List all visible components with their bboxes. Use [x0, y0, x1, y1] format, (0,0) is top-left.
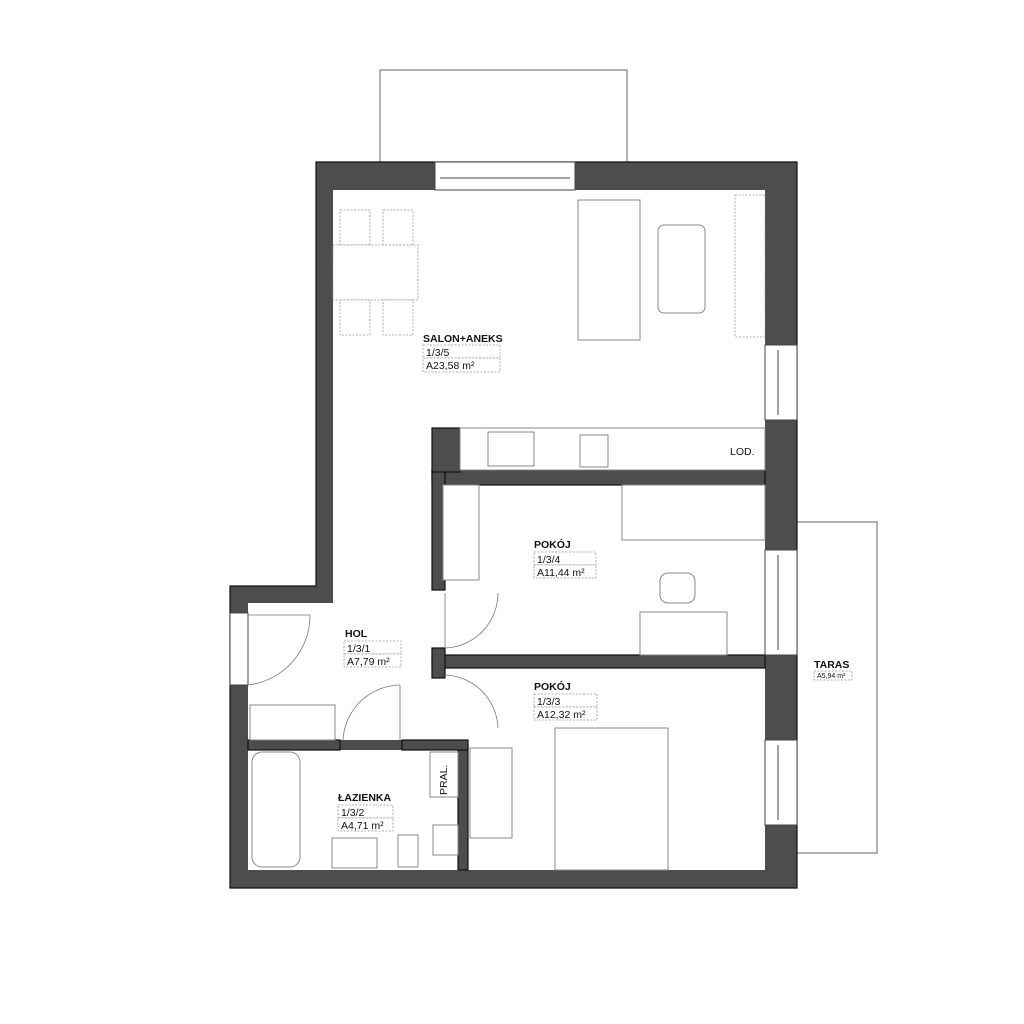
room-number: 1/3/4: [537, 554, 561, 566]
room-area: A23,58 m²: [426, 360, 475, 372]
doors: [247, 592, 499, 741]
room-area: A7,79 m²: [347, 656, 390, 668]
room-label-taras: TARAS A5,94 m²: [813, 659, 853, 681]
room-name: ŁAZIENKA: [338, 792, 391, 804]
furniture: [249, 194, 766, 871]
terrace-outline: [796, 521, 878, 854]
room-area: A12,32 m²: [537, 709, 586, 721]
room-name: TARAS: [814, 659, 849, 671]
room-label-hol: HOL 1/3/1 A7,79 m²: [343, 628, 402, 668]
room-area: A11,44 m²: [537, 567, 585, 579]
windows: [229, 161, 798, 826]
room-name: HOL: [345, 628, 368, 640]
room-name: SALON+ANEKS: [423, 333, 503, 345]
room-label-lazienka: ŁAZIENKA 1/3/2 A4,71 m²: [337, 792, 394, 832]
room-name: POKÓJ: [534, 538, 571, 551]
room-area: A5,94 m²: [817, 673, 846, 680]
room-name: POKÓJ: [534, 680, 571, 693]
room-number: 1/3/3: [537, 696, 561, 708]
room-label-pokoj-1: POKÓJ 1/3/4 A11,44 m²: [533, 538, 597, 579]
laundry-label: PRAL.: [438, 765, 450, 795]
balcony-outline: [379, 69, 628, 163]
room-label-salon: SALON+ANEKS 1/3/5 A23,58 m²: [422, 333, 503, 373]
fridge-label: LOD.: [730, 446, 755, 458]
room-area: A4,71 m²: [341, 820, 384, 832]
room-label-pokoj-2: POKÓJ 1/3/3 A12,32 m²: [533, 680, 598, 721]
room-number: 1/3/5: [426, 347, 450, 359]
room-number: 1/3/1: [347, 643, 371, 655]
room-number: 1/3/2: [341, 807, 365, 819]
